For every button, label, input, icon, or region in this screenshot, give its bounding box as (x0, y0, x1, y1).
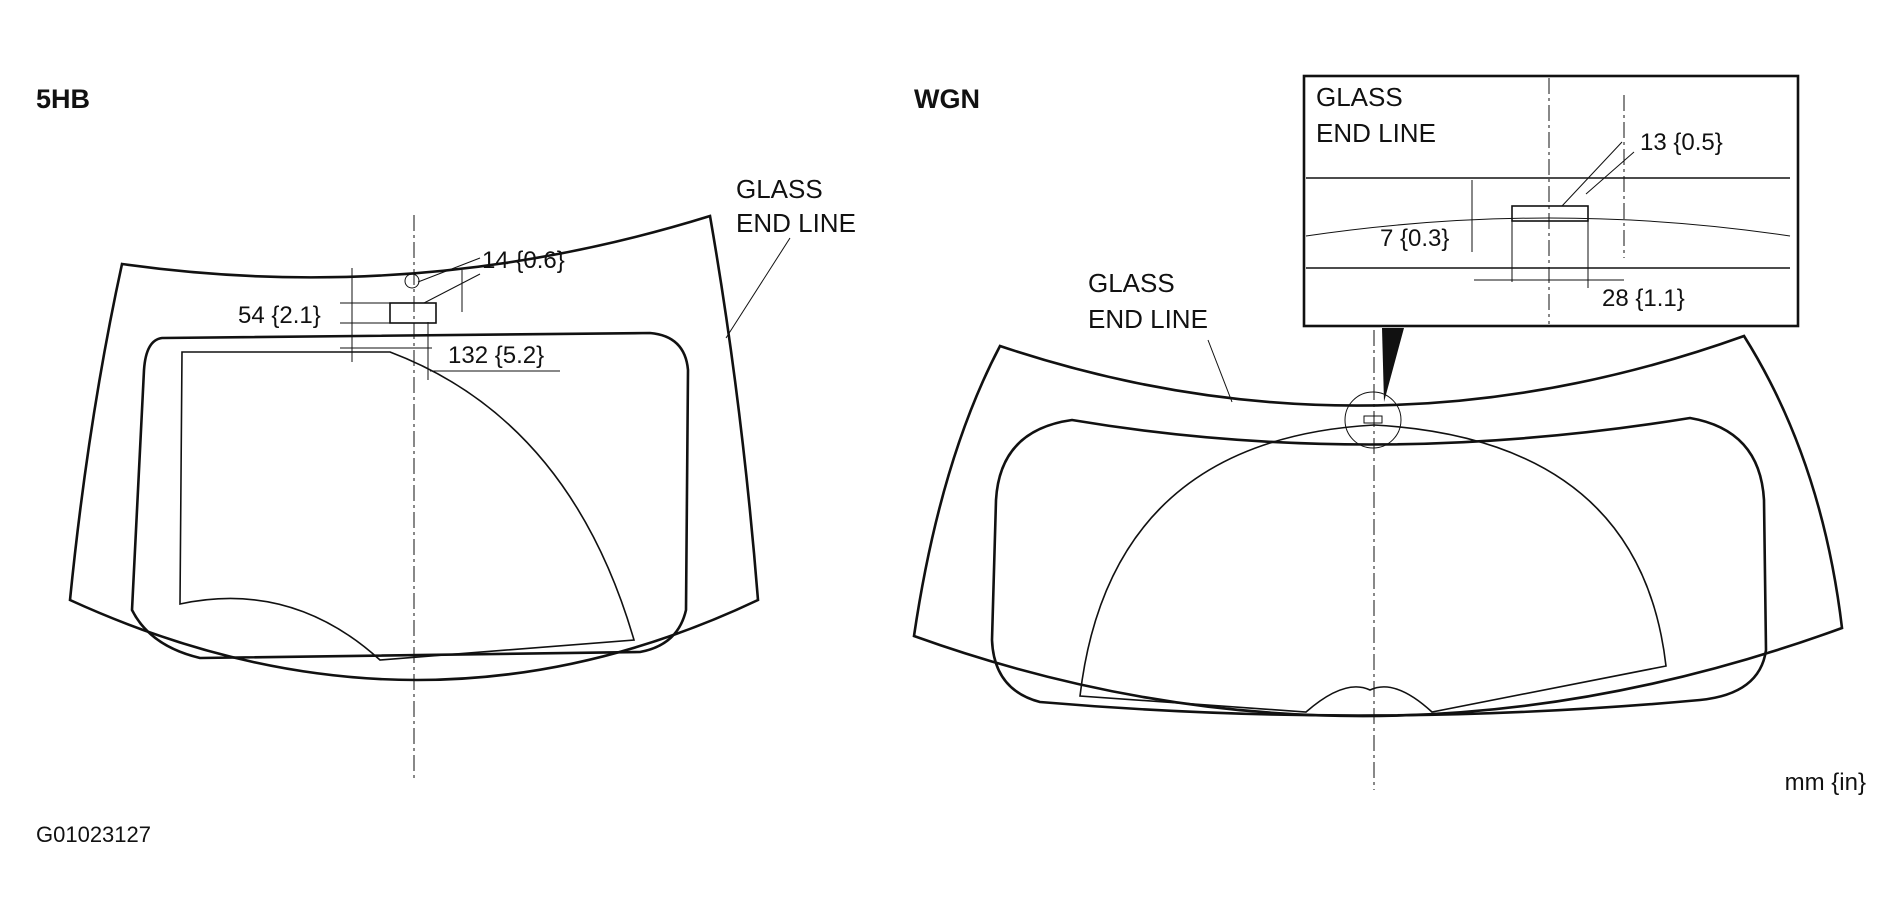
unit-note: mm {in} (1785, 769, 1866, 796)
wagon-leader-glass-end (1207, 339, 1233, 403)
figure-code: G01023127 (36, 822, 151, 847)
wagon-inset-glass-label-line2: END LINE (1316, 118, 1436, 148)
wagon-inset-leader-13b (1585, 151, 1635, 195)
hatchback-marker-circle (404, 273, 420, 289)
hatchback-sensor (389, 302, 437, 324)
wagon-glass-label-line2: END LINE (1088, 304, 1208, 334)
wagon-callout-pointer (1382, 328, 1404, 402)
wagon-inset-sensor (1511, 205, 1589, 222)
wagon-inset: GLASS END LINE 13 {0.5} 7 {0.3} 28 {1.1} (1302, 74, 1800, 328)
hatchback-wiper-area (179, 351, 636, 661)
hatchback-dim-14: 14 {0.6} (482, 247, 565, 274)
wagon-inset-glass-label-line1: GLASS (1316, 82, 1403, 112)
wagon-inset-leader-13 (1561, 141, 1623, 207)
wagon-magnifier-circle (1344, 391, 1402, 449)
wagon-wiper-area (1079, 424, 1667, 713)
wagon-title: WGN (914, 84, 980, 114)
hatchback-diagram: 5HB 14 {0.6} 54 {2.1} 132 {5.2} GLASS EN… (36, 84, 856, 782)
hatchback-glass-label-line2: END LINE (736, 208, 856, 238)
hatchback-title: 5HB (36, 84, 90, 114)
wagon-glass-outline (912, 334, 1844, 718)
wagon-inset-frame (1302, 74, 1800, 328)
hatchback-leader-glass-end (725, 237, 791, 339)
wagon-inset-dim-7: 7 {0.3} (1380, 225, 1449, 252)
hatchback-leader-sensor (423, 273, 481, 304)
hatchback-glass-label-line1: GLASS (736, 174, 823, 204)
wagon-inset-dim-28: 28 {1.1} (1602, 285, 1685, 312)
hatchback-dim-54: 54 {2.1} (238, 302, 321, 329)
wagon-diagram: WGN GLASS END LINE (912, 74, 1844, 790)
wagon-inset-dim-13: 13 {0.5} (1640, 129, 1723, 156)
hatchback-glass-outline (68, 214, 760, 682)
hatchback-leader-14 (417, 257, 481, 283)
hatchback-inner-border (130, 331, 690, 660)
hatchback-dim-132: 132 {5.2} (448, 342, 544, 369)
wagon-inner-border (990, 416, 1768, 717)
wagon-sensor (1363, 415, 1383, 424)
wagon-glass-label-line1: GLASS (1088, 268, 1175, 298)
